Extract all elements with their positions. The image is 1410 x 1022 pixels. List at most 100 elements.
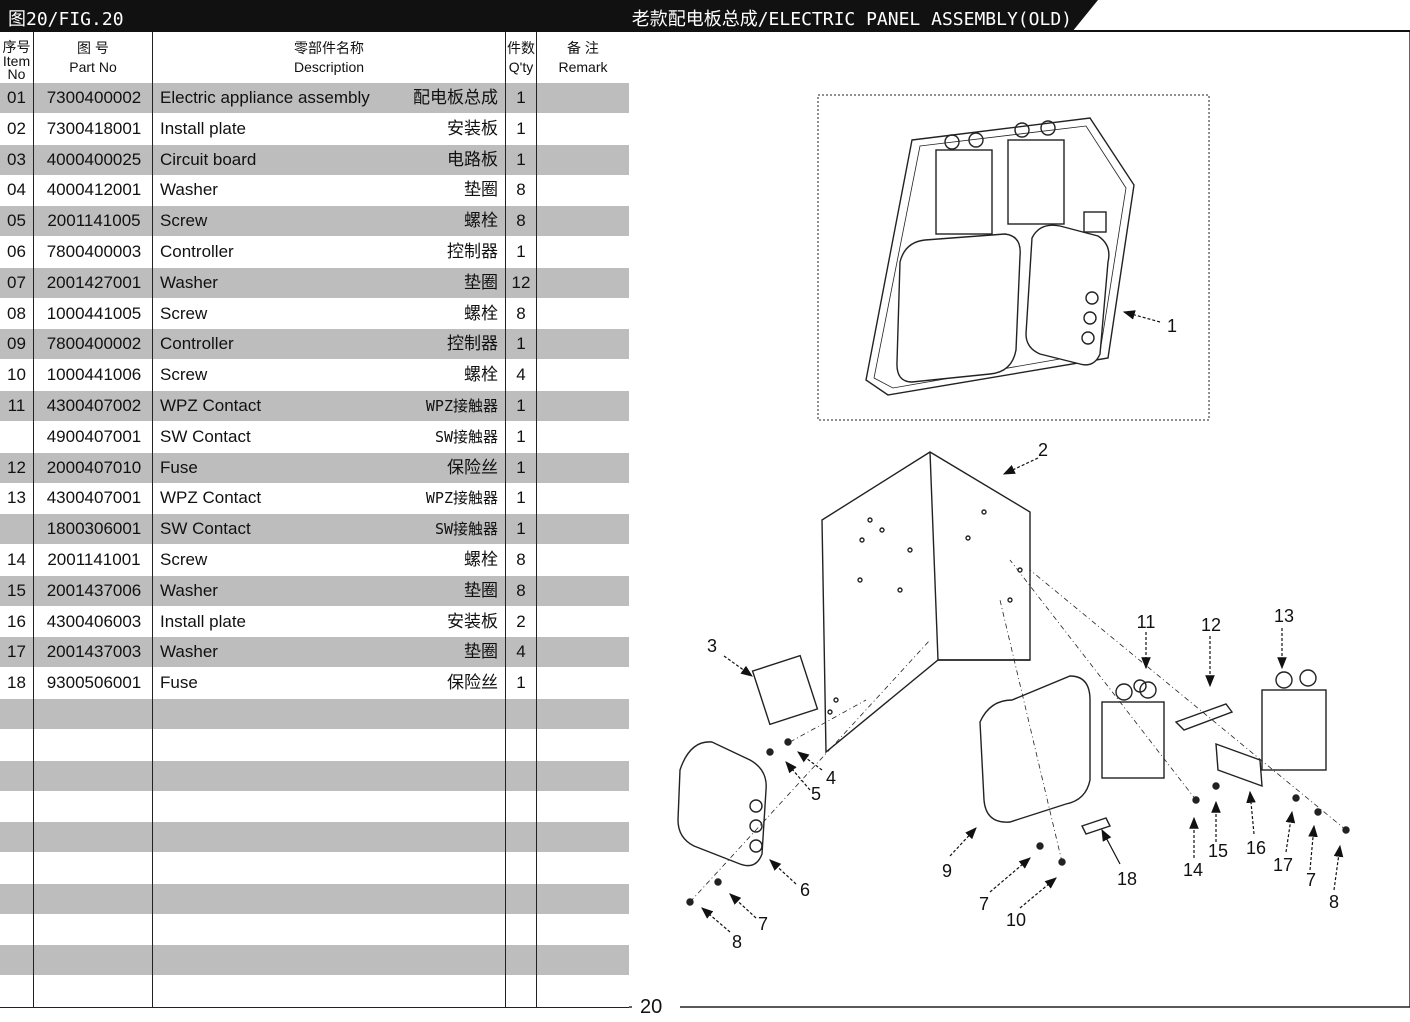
description-cn-cell: 垫圈 — [464, 642, 498, 662]
col-divider — [536, 32, 537, 1008]
description-en-cell: Controller — [160, 242, 234, 261]
table-row — [0, 730, 629, 760]
part-no-cell: 1800306001 — [46, 519, 142, 539]
table-row — [0, 791, 629, 821]
item-no-cell: 06 — [7, 242, 26, 261]
qty-cell: 1 — [516, 396, 526, 415]
col-description: 零部件名称 Description — [153, 32, 505, 82]
table-row — [0, 945, 629, 976]
item-no-cell: 12 — [7, 457, 26, 477]
item-no-cell — [0, 791, 33, 821]
item-no-cell — [0, 514, 33, 544]
qty-cell — [506, 976, 536, 1006]
item-no-cell — [0, 822, 33, 852]
description-cn-cell: 安装板 — [447, 611, 498, 631]
col-description-cn: 零部件名称 — [294, 40, 364, 56]
qty-cell: 1 — [516, 334, 526, 354]
qty-cell: 1 — [516, 88, 526, 107]
description-cn-cell: 电路板 — [447, 149, 498, 169]
description-cn-cell: 螺栓 — [464, 365, 498, 385]
callout-label: 8 — [732, 932, 742, 952]
part-no-cell: 4300406003 — [46, 611, 142, 631]
item-no-cell: 05 — [7, 211, 26, 231]
part-no-cell: 2001437006 — [46, 580, 142, 600]
qty-cell: 4 — [516, 642, 526, 662]
qty-cell: 8 — [516, 580, 526, 600]
col-divider — [505, 32, 506, 1008]
part-no-cell — [37, 699, 151, 729]
description-en-cell: Install plate — [160, 118, 246, 138]
col-part-no: 图 号 Part No — [34, 32, 152, 82]
description-en-cell: WPZ Contact — [160, 488, 262, 508]
qty-cell — [506, 822, 536, 852]
description-cn-cell: 螺栓 — [464, 303, 498, 323]
description-cn-cell: 垫圈 — [464, 272, 498, 292]
qty-cell: 1 — [516, 118, 526, 138]
item-no-cell — [0, 976, 33, 1006]
item-no-cell: 07 — [7, 272, 26, 292]
item-no-cell — [0, 884, 33, 914]
callout-label: 18 — [1117, 869, 1137, 889]
col-qty-cn: 件数 — [507, 40, 535, 56]
description-en-cell: Fuse — [160, 673, 198, 693]
col-part-no-cn: 图 号 — [77, 40, 109, 56]
callout-label: 12 — [1201, 615, 1221, 635]
part-no-cell — [37, 976, 151, 1006]
col-remark: 备 注 Remark — [537, 32, 629, 82]
qty-cell — [506, 915, 536, 945]
description-en-cell: Washer — [160, 642, 218, 662]
callout-label: 5 — [811, 784, 821, 804]
description-en-cell: SW Contact — [160, 519, 251, 539]
col-item-no-en1: Item — [2, 53, 31, 69]
description-en-cell: Washer — [160, 272, 218, 292]
item-no-cell: 15 — [7, 580, 26, 600]
part-no-cell: 2001141001 — [47, 550, 141, 569]
description-en-cell: Fuse — [160, 457, 198, 477]
qty-cell — [506, 761, 536, 791]
page-title: 老款配电板总成/ELECTRIC PANEL ASSEMBLY(OLD) — [631, 9, 1072, 30]
callout-label: 16 — [1246, 838, 1266, 858]
table-row — [0, 822, 629, 853]
part-no-cell: 7800400003 — [46, 242, 142, 261]
qty-cell: 2 — [516, 611, 526, 631]
item-no-cell: 13 — [7, 488, 26, 508]
callout-label: 11 — [1137, 612, 1156, 632]
inset-frame — [817, 94, 1210, 421]
description-en-cell: Circuit board — [160, 149, 257, 169]
page-header: 图20/FIG.20 老款配电板总成/ELECTRIC PANEL ASSEMB… — [0, 0, 1410, 32]
item-no-cell: 09 — [7, 334, 26, 354]
description-cn-cell: WPZ接触器 — [425, 489, 498, 508]
qty-cell: 1 — [516, 242, 526, 261]
description-cn-cell: 垫圈 — [464, 180, 498, 200]
fuse-12 — [1174, 703, 1234, 731]
part-no-cell — [37, 945, 151, 975]
description-cn-cell: 控制器 — [447, 242, 498, 261]
part-no-cell: 2001427001 — [46, 272, 142, 292]
part-no-cell — [37, 884, 151, 914]
col-qty-en: Q'ty — [508, 59, 534, 75]
qty-cell: 8 — [516, 211, 526, 231]
item-no-cell — [0, 699, 33, 729]
table-row — [0, 883, 629, 914]
col-part-no-en: Part No — [69, 59, 117, 75]
callout-label: 9 — [942, 861, 952, 881]
page-number: 20 — [640, 996, 663, 1018]
table-row — [0, 915, 629, 945]
part-no-cell — [37, 761, 151, 791]
col-divider — [152, 32, 153, 1008]
part-no-cell: 4000400025 — [46, 149, 142, 169]
callout-label: 3 — [707, 636, 717, 656]
qty-cell: 4 — [516, 365, 526, 385]
col-remark-cn: 备 注 — [567, 40, 599, 56]
part-no-cell: 1000441006 — [46, 365, 142, 385]
qty-cell: 1 — [516, 457, 526, 477]
description-cn-cell: SW接触器 — [434, 520, 498, 539]
leader-arrows — [701, 310, 1344, 933]
qty-cell: 1 — [516, 149, 526, 169]
